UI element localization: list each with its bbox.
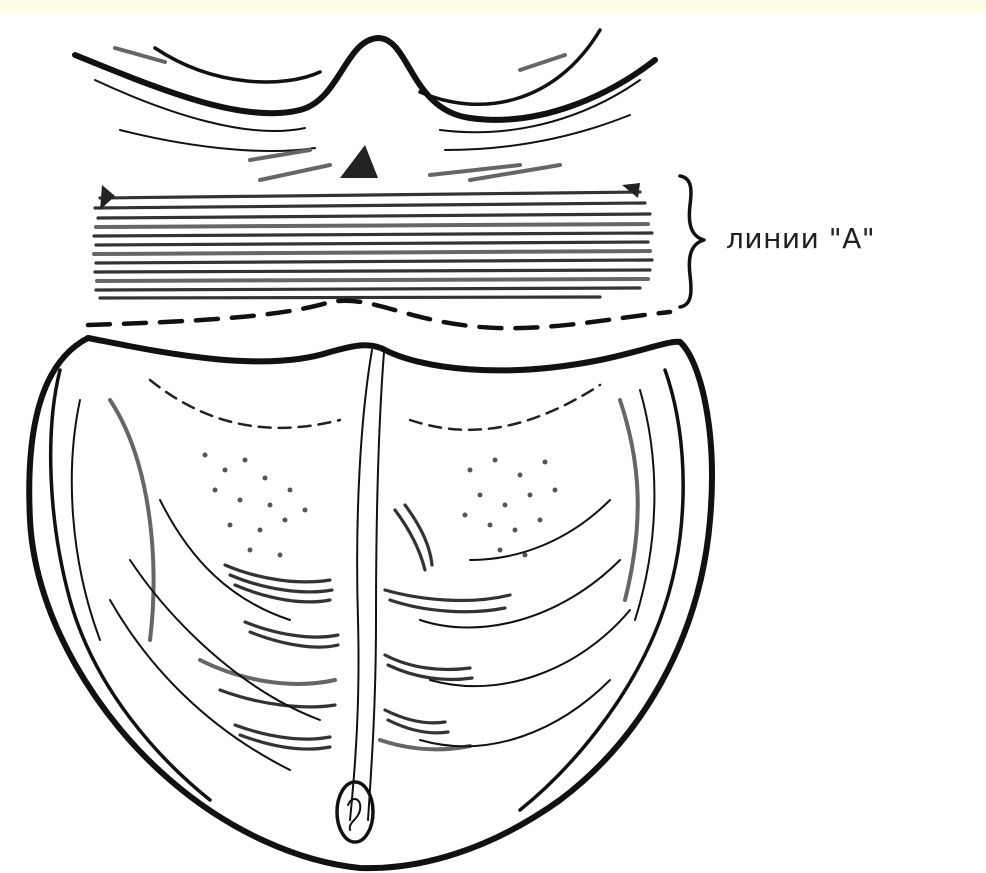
hatched-arcs-right	[380, 500, 630, 749]
a-lines-label: линии "A"	[726, 222, 875, 255]
a-lines-band	[94, 183, 652, 298]
papillae-dots-right	[463, 458, 558, 558]
central-groove	[350, 350, 384, 820]
tongue-dashed-curves	[150, 380, 600, 430]
brace-symbol	[680, 176, 704, 307]
upper-lip	[75, 30, 655, 180]
top-strip	[0, 0, 986, 12]
hatched-arcs-left	[110, 500, 338, 770]
dashed-boundary-line	[88, 301, 670, 329]
papillae-dots-left	[203, 453, 308, 558]
